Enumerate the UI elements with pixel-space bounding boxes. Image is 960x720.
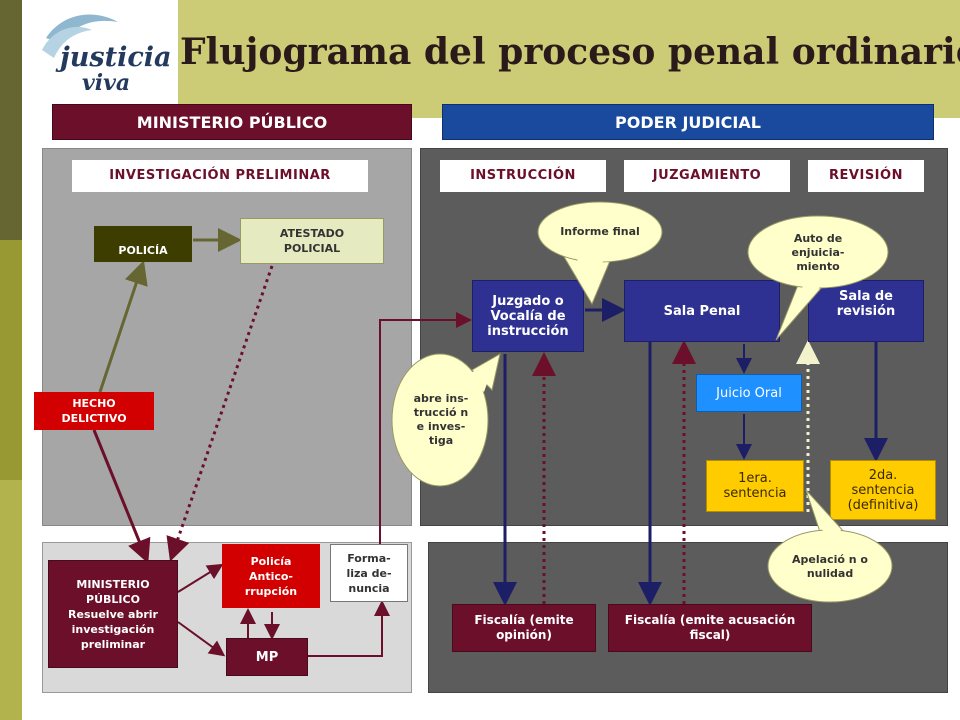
node-policia-anticorrupcion: Policía Antico-rrupción	[222, 544, 320, 608]
callout-auto-enjuiciamiento: Auto de enjuicia-miento	[791, 232, 845, 273]
callout-auto-shape	[747, 215, 889, 341]
node-primera-sentencia: 1era. sentencia	[706, 460, 804, 512]
node-formaliza-denuncia: Forma-liza de-nuncia	[330, 544, 408, 602]
callout-apelacion-shape	[767, 489, 893, 603]
node-fiscalia-acusacion: Fiscalía (emite acusación fiscal)	[608, 604, 812, 652]
logo-word-2: viva	[82, 70, 130, 96]
band-ministerio-publico: MINISTERIO PÚBLICO	[52, 104, 412, 140]
band-poder-judicial: PODER JUDICIAL	[442, 104, 934, 140]
callout-abre-instruccion: abre ins-trucció n e inves-tiga	[413, 392, 469, 447]
phase-revision: REVISIÓN	[808, 160, 924, 192]
node-segunda-sentencia: 2da. sentencia (definitiva)	[830, 460, 936, 520]
left-accent-bar	[0, 0, 22, 720]
node-fiscalia-opinion: Fiscalía (emite opinión)	[452, 604, 596, 652]
logo-mark-icon: justicia viva	[42, 14, 172, 96]
node-sala-revision: Sala de revisión	[808, 280, 924, 342]
callout-abre-shape	[391, 353, 501, 487]
phase-instruccion: INSTRUCCIÓN	[440, 160, 606, 192]
logo-word-1: justicia	[55, 42, 172, 73]
logo: justicia viva	[22, 0, 178, 108]
node-juicio-oral: Juicio Oral	[696, 374, 802, 412]
node-ministerio-publico: MINISTERIO PÚBLICO Resuelve abrir invest…	[48, 560, 178, 668]
node-hecho-delictivo: HECHO DELICTIVO	[34, 392, 154, 430]
node-mp: MP	[226, 638, 308, 676]
callout-informe-shape	[537, 201, 663, 306]
node-policia: POLICÍA	[94, 226, 192, 262]
header-band	[178, 0, 960, 118]
node-atestado-policial: ATESTADO POLICIAL	[240, 218, 384, 264]
callout-apelacion-nulidad: Apelació n o nulidad	[792, 553, 868, 580]
node-juzgado-instruccion: Juzgado o Vocalía de instrucción	[472, 280, 584, 352]
panel-investigacion	[42, 148, 412, 526]
phase-juzgamiento: JUZGAMIENTO	[624, 160, 790, 192]
callout-informe-final: Informe final	[560, 225, 640, 238]
node-sala-penal: Sala Penal	[624, 280, 780, 342]
page-title: Flujograma del proceso penal ordinario	[180, 31, 960, 73]
phase-investigacion: INVESTIGACIÓN PRELIMINAR	[72, 160, 368, 192]
